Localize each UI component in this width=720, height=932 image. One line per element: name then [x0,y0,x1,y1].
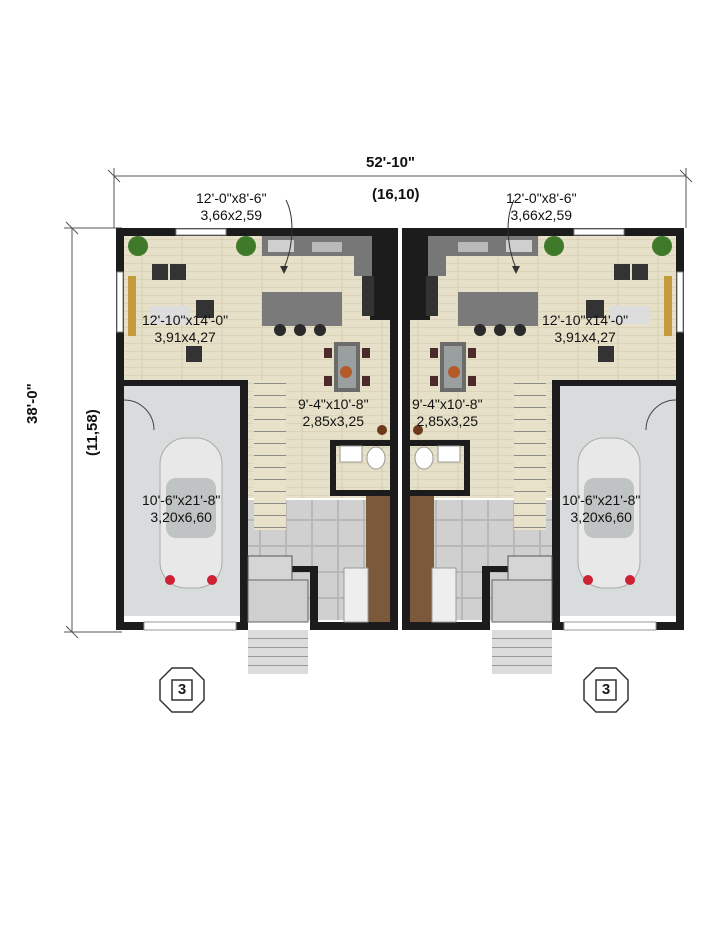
right-living-imperial: 12'-10"x14'-0" [542,312,629,328]
left-garage-label: 10'-6"x21'-8" 3,20x6,60 [142,492,220,526]
right-section-marker-number: 3 [601,681,611,698]
left-kitchen-label: 12'-0"x8'-6" 3,66x2,59 [196,190,267,224]
left-kitchen-imperial: 12'-0"x8'-6" [196,190,267,206]
overall-depth-imperial: 38'-0" [24,383,41,424]
section-marker-left-shape [159,667,205,713]
left-dining-label: 9'-4"x10'-8" 2,85x3,25 [298,396,369,430]
left-garage-metric: 3,20x6,60 [150,509,212,525]
right-unit [402,199,684,674]
overall-width-metric: (16,10) [372,186,420,203]
right-dining-imperial: 9'-4"x10'-8" [412,396,483,412]
section-marker-right-shape [583,667,629,713]
left-dining-metric: 2,85x3,25 [302,413,365,429]
left-garage-imperial: 10'-6"x21'-8" [142,492,221,508]
overall-depth-metric: (11,58) [84,409,101,456]
right-garage-imperial: 10'-6"x21'-8" [562,492,641,508]
left-unit [116,199,398,674]
left-dining-imperial: 9'-4"x10'-8" [298,396,369,412]
right-dining-label: 9'-4"x10'-8" 2,85x3,25 [412,396,483,430]
left-kitchen-metric: 3,66x2,59 [200,207,263,223]
right-garage-label: 10'-6"x21'-8" 3,20x6,60 [562,492,640,526]
left-section-marker-number: 3 [177,681,187,698]
right-kitchen-label: 12'-0"x8'-6" 3,66x2,59 [506,190,577,224]
right-kitchen-imperial: 12'-0"x8'-6" [506,190,577,206]
right-dining-metric: 2,85x3,25 [416,413,479,429]
right-living-metric: 3,91x4,27 [554,329,616,345]
right-kitchen-metric: 3,66x2,59 [510,207,573,223]
right-living-label: 12'-10"x14'-0" 3,91x4,27 [542,312,628,346]
overall-width-imperial: 52'-10" [366,154,416,171]
left-living-imperial: 12'-10"x14'-0" [142,312,229,328]
left-living-metric: 3,91x4,27 [154,329,216,345]
right-garage-metric: 3,20x6,60 [570,509,632,525]
left-living-label: 12'-10"x14'-0" 3,91x4,27 [142,312,228,346]
dimension-lines [64,168,693,639]
